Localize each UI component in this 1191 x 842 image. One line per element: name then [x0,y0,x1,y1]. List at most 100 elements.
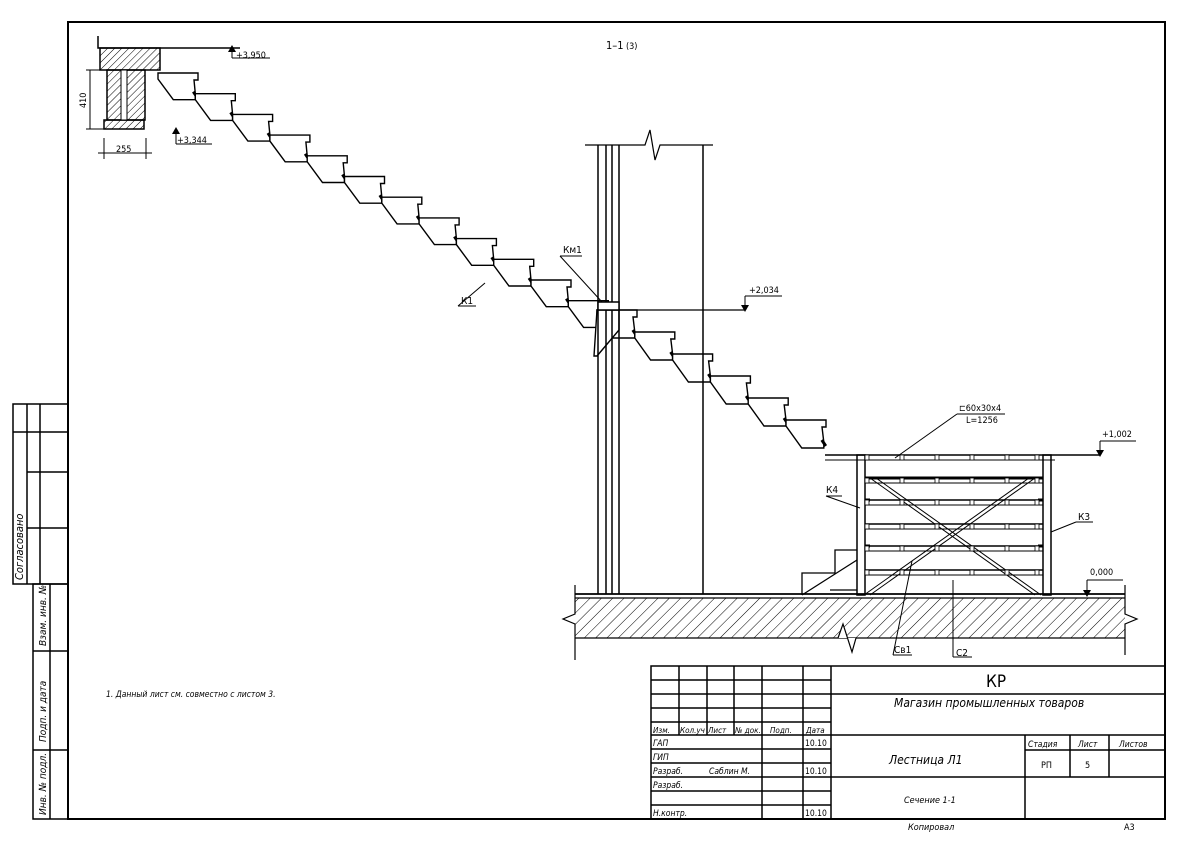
dimension-beam-height: 410 [79,93,89,108]
platform-tick [1034,499,1040,506]
platform-tick [899,454,905,461]
bottom-steps [801,549,858,596]
platform-tick [934,454,940,461]
platform-tick [1034,454,1040,461]
stair-step [671,353,714,383]
platform-tick [864,523,870,530]
stair-step [493,258,535,287]
section-title-ref: (3) [626,42,637,52]
platform-tick [864,545,870,552]
k4-leader [825,495,861,509]
platform-tick [969,523,975,530]
elevation-platform: +1,002 [1102,430,1132,440]
platform-tick [934,499,940,506]
ground-slab [561,585,1139,660]
k1-leader [457,282,486,307]
platform-tick [1034,477,1040,484]
callout-sv1: Св1 [894,645,911,656]
row-date: 10.10 [805,739,827,749]
sheet-value: 5 [1085,761,1090,771]
format-label: А3 [1124,823,1135,833]
sheets-label: Листов [1118,740,1148,750]
callout-profile: ⊏60х30х4 [959,404,1001,414]
platform-tick [1004,499,1010,506]
row-role: Разраб. [653,767,683,777]
row-role: Разраб. [653,781,683,791]
callout-profile-length: L=1256 [966,416,998,426]
general-note: 1. Данный лист см. совместно с листом 3. [106,690,276,700]
platform-tick [864,477,870,484]
stage-label: Стадия [1028,740,1058,750]
platform-tick [934,523,940,530]
callout-k3: К3 [1078,512,1090,523]
stair-step [455,237,498,266]
elevation-top-landing: +3,950 [236,51,266,61]
row-date: 10.10 [805,767,827,777]
header-izm: Изм. [653,726,670,735]
callout-km1: Км1 [563,245,582,256]
platform-tick [1034,569,1040,576]
stair-step [381,196,423,225]
header-kol-uch: Кол.уч [680,726,705,735]
row-role: ГИП [653,753,669,763]
platform-tick [1004,569,1010,576]
stage-value: РП [1041,761,1052,771]
profile-leader [894,413,958,459]
side-replaces-inv-label: Взам. инв. № [38,585,49,646]
stair-step [785,419,827,449]
copied-label: Копировал [908,823,954,833]
platform-tick [864,569,870,576]
stair-step [418,217,460,246]
header-sign: Подп. [770,726,792,735]
stair-step [343,175,386,204]
platform-tick [899,477,905,484]
stair-step [194,92,237,122]
platform-tick [899,569,905,576]
elevation-beam-bottom: +3,344 [177,136,207,146]
platform-tick [1004,454,1010,461]
stair-step [709,375,752,405]
platform-tick [969,477,975,484]
platform-tick [1004,477,1010,484]
stair-step [157,72,199,101]
platform-tick [934,477,940,484]
platform-tick [969,454,975,461]
platform-tick [864,499,870,506]
platform-tick [969,569,975,576]
header-list: Лист [707,726,727,735]
side-agreed-label: Согласовано [13,514,26,580]
row-role: ГАП [653,739,668,749]
platform-tick [1034,523,1040,530]
side-inv-orig-label: Инв. № подл. [38,753,49,815]
header-doc-no: № док. [734,726,761,735]
elevation-ground: 0,000 [1090,568,1113,578]
stair-flights [157,72,828,449]
platform-tick [899,499,905,506]
platform-tick [899,545,905,552]
stair-step [747,397,789,427]
k3-leader [1050,521,1077,533]
row-date: 10.10 [805,809,827,819]
platform-tick [1004,523,1010,530]
title-block-rows: ГАП 10.10 ГИП Разраб. Саблин М. 10.10 Ра… [653,739,827,819]
platform-tick [934,569,940,576]
platform-tick [899,523,905,530]
sheet-label: Лист [1077,740,1098,750]
header-date: Дата [805,726,825,735]
platform-ticks [864,454,1040,576]
callout-c2: С2 [956,648,968,659]
side-sign-date-label: Подп. и дата [38,681,49,742]
platform-tick [1004,545,1010,552]
platform-tick [1034,545,1040,552]
column [585,129,745,594]
drawing-name: Лестница Л1 [888,753,962,767]
side-stamp [12,403,69,820]
stair-step [530,279,572,308]
section-title: 1–1 [606,39,624,52]
elevation-mid-landing: +2,034 [749,286,779,296]
stair-step [231,113,274,142]
step-bracket [820,439,828,447]
platform-tick [969,545,975,552]
